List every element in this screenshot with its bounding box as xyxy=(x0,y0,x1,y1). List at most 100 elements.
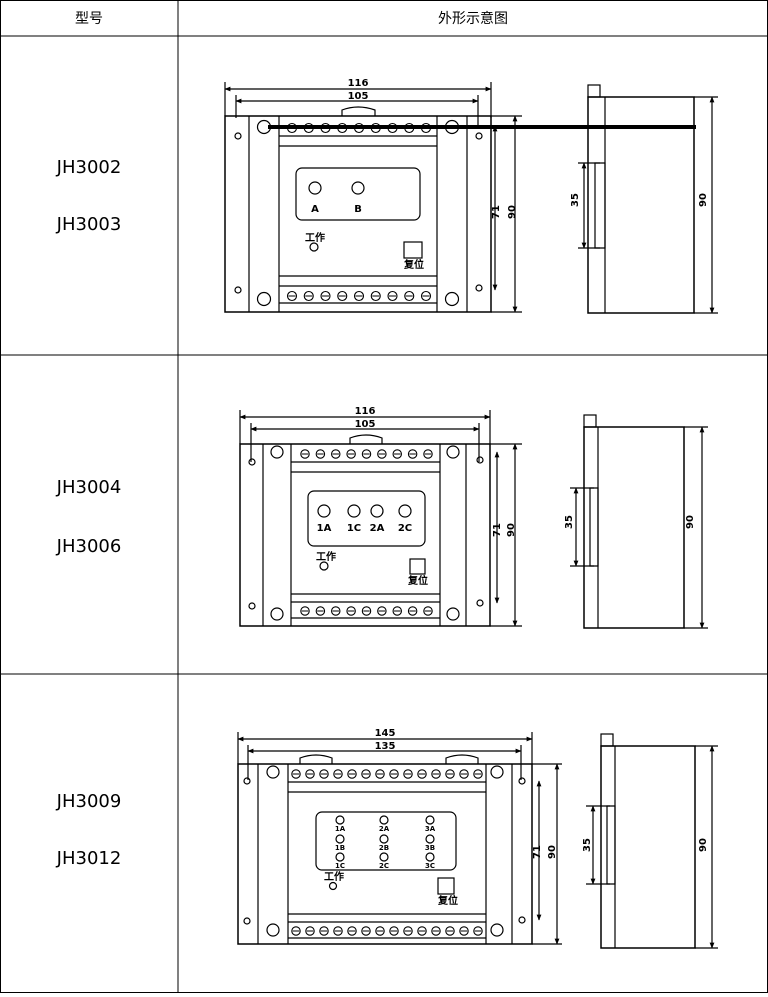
model-name: JH3004 xyxy=(56,477,122,498)
indicator-label: 1A xyxy=(335,825,346,833)
terminal-screw xyxy=(347,769,357,779)
terminal-screw xyxy=(423,449,433,459)
terminal-screw xyxy=(361,606,372,616)
terminal-screw xyxy=(320,290,331,302)
front-view-drawing xyxy=(224,82,522,313)
terminal-screw xyxy=(303,122,314,134)
terminal-screw xyxy=(370,290,381,302)
indicator-label: 2C xyxy=(379,862,389,870)
reset-label: 复位 xyxy=(407,574,428,587)
terminal-screw xyxy=(403,769,413,779)
header-drawing: 外形示意图 xyxy=(438,10,508,27)
terminal-screw xyxy=(423,606,433,616)
terminal-screw xyxy=(330,606,341,616)
dim-inner-width: 105 xyxy=(348,91,369,102)
dim-rail: 35 xyxy=(582,838,593,852)
reset-label: 复位 xyxy=(403,258,424,271)
terminal-screw xyxy=(315,606,326,616)
indicator-label: 3A xyxy=(425,825,436,833)
terminal-screw xyxy=(337,290,348,302)
terminal-screw xyxy=(319,769,329,779)
black-bar xyxy=(268,125,696,129)
terminal-screw xyxy=(407,449,418,459)
reset-label: 复位 xyxy=(437,894,458,907)
terminal-screw xyxy=(370,122,381,134)
terminal-screw xyxy=(346,606,356,616)
terminal-screw xyxy=(389,769,399,779)
terminal-screw xyxy=(361,926,371,936)
terminal-screw xyxy=(417,769,427,779)
model-name: JH3009 xyxy=(56,791,122,812)
terminal-screw xyxy=(333,926,343,936)
indicator-label: 1B xyxy=(335,844,345,852)
terminal-screw xyxy=(300,449,310,459)
terminal-screw xyxy=(319,926,329,936)
terminal-screw xyxy=(403,926,413,936)
model-name: JH3012 xyxy=(56,848,122,869)
dim-outer-height: 90 xyxy=(507,205,518,219)
terminal-screw xyxy=(389,926,399,936)
dim-outer-height: 90 xyxy=(506,523,517,537)
side-view-drawing xyxy=(586,733,718,949)
indicator-label: 3C xyxy=(425,862,435,870)
front-view-drawing xyxy=(239,410,522,627)
terminal-screw xyxy=(473,769,483,779)
terminal-screw xyxy=(473,926,483,936)
terminal-screw xyxy=(417,926,427,936)
dim-outer-width: 145 xyxy=(375,728,396,739)
terminal-screw xyxy=(353,122,365,134)
indicator-label: 3B xyxy=(425,844,435,852)
dim-inner-width: 135 xyxy=(375,741,396,752)
terminal-screw xyxy=(431,926,441,936)
work-label: 工作 xyxy=(305,231,325,244)
terminal-screw xyxy=(387,122,398,134)
terminal-screw xyxy=(431,769,441,779)
terminal-screw xyxy=(404,122,415,134)
indicator-label: 1C xyxy=(335,862,345,870)
indicator-label: 2B xyxy=(379,844,389,852)
dim-outer-width: 116 xyxy=(355,406,376,417)
indicator-label: 2A xyxy=(370,523,385,534)
terminal-screw xyxy=(375,769,385,779)
header-model: 型号 xyxy=(75,11,103,27)
terminal-screw xyxy=(375,926,385,936)
dim-inner-width: 105 xyxy=(355,419,376,430)
terminal-screw xyxy=(361,769,371,779)
indicator-label: 2A xyxy=(379,825,390,833)
work-label: 工作 xyxy=(324,870,344,883)
terminal-screw xyxy=(303,290,314,302)
indicator-label: B xyxy=(354,204,362,215)
terminal-screw xyxy=(330,449,341,459)
terminal-screw xyxy=(333,769,343,779)
terminal-screw xyxy=(377,449,387,459)
terminal-screw xyxy=(320,122,331,134)
terminal-screw xyxy=(291,926,301,936)
terminal-screw xyxy=(404,290,415,302)
dim-outer-height: 90 xyxy=(547,845,558,859)
terminal-screw xyxy=(291,769,301,779)
dim-rail: 35 xyxy=(570,193,581,207)
dim-inner-height: 71 xyxy=(532,845,543,859)
terminal-screw xyxy=(353,290,365,302)
indicator-label: 1C xyxy=(347,523,361,534)
model-name: JH3003 xyxy=(56,214,122,235)
work-label: 工作 xyxy=(316,550,336,563)
dim-inner-height: 71 xyxy=(491,205,502,219)
dim-side-height: 90 xyxy=(698,838,709,852)
indicator-label: 1A xyxy=(317,523,332,534)
terminal-screw xyxy=(347,926,357,936)
terminal-screw xyxy=(392,449,402,459)
dim-side-height: 90 xyxy=(685,515,696,529)
terminal-screw xyxy=(407,606,418,616)
dim-rail: 35 xyxy=(564,515,575,529)
model-name: JH3002 xyxy=(56,157,122,178)
indicator-label: 2C xyxy=(398,523,412,534)
dim-outer-width: 116 xyxy=(348,78,369,89)
front-view-drawing xyxy=(237,732,562,945)
side-view-drawing xyxy=(578,84,718,314)
terminal-screw xyxy=(420,290,432,302)
dim-side-height: 90 xyxy=(698,193,709,207)
terminal-screw xyxy=(337,122,348,134)
